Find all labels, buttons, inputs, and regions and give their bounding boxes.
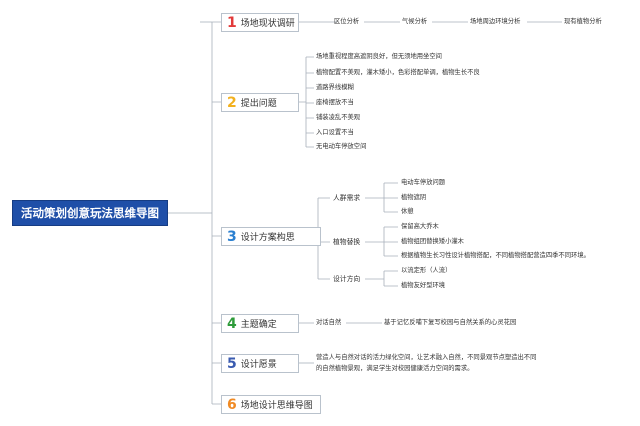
branch-number: 2 <box>227 94 237 111</box>
leaf-node[interactable]: 电动车停放问题 <box>401 179 446 186</box>
branch-label: 场地设计思维导图 <box>240 401 313 411</box>
branch-label: 场地现状调研 <box>240 19 295 29</box>
leaf-node[interactable]: 道路界线模糊 <box>316 84 354 91</box>
branch-site-design-map[interactable]: 6 场地设计思维导图 <box>221 395 321 414</box>
branch-label: 设计愿景 <box>240 360 277 370</box>
branch-number: 4 <box>227 315 237 332</box>
sub-topic[interactable]: 设计方向 <box>333 275 361 283</box>
branch-number: 1 <box>227 14 237 31</box>
branch-problems[interactable]: 2 提出问题 <box>221 93 299 112</box>
leaf-node[interactable]: 座椅摆放不当 <box>316 99 354 106</box>
branch-label: 主题确定 <box>240 320 277 330</box>
branch-site-survey[interactable]: 1 场地现状调研 <box>221 13 299 32</box>
leaf-node[interactable]: 植物配置不美观，灌木矮小，色彩搭配单调，植物生长不良 <box>316 69 480 76</box>
branch-number: 3 <box>227 228 237 245</box>
leaf-node[interactable]: 入口设置不当 <box>316 129 354 136</box>
branch-number: 6 <box>227 396 237 413</box>
sub-topic[interactable]: 植物替换 <box>333 238 361 246</box>
leaf-node[interactable]: 现有植物分析 <box>564 18 602 25</box>
leaf-node[interactable]: 以流定形（人流） <box>401 267 452 274</box>
leaf-node[interactable]: 根据植物生长习性设计植物搭配，不同植物搭配营造四季不同环境。 <box>401 252 590 259</box>
branch-label: 设计方案构思 <box>240 233 295 243</box>
leaf-node[interactable]: 铺装凌乱不美观 <box>316 114 361 121</box>
leaf-node[interactable]: 植物遮阴 <box>401 194 427 201</box>
leaf-node[interactable]: 气候分析 <box>402 18 428 25</box>
branch-design-concept[interactable]: 3 设计方案构思 <box>221 227 321 246</box>
branch-vision[interactable]: 5 设计愿景 <box>221 354 299 373</box>
leaf-node[interactable]: 场地重视程度高遮阴良好，但无须地用坐空间 <box>316 53 442 60</box>
leaf-node[interactable]: 基于记忆反哺下复写校园与自然关系的心灵花园 <box>384 319 517 326</box>
leaf-node[interactable]: 植物友好型环境 <box>401 282 446 289</box>
sub-topic[interactable]: 人群需求 <box>333 194 361 202</box>
leaf-node[interactable]: 的自然植物景观，满足学生对校园健康活力空间的需求。 <box>316 365 474 372</box>
leaf-node[interactable]: 区位分析 <box>334 18 360 25</box>
leaf-node[interactable]: 休憩 <box>401 208 414 215</box>
leaf-node[interactable]: 植物组团替换矮小灌木 <box>401 238 464 245</box>
leaf-node[interactable]: 保留高大乔木 <box>401 223 439 230</box>
branch-theme[interactable]: 4 主题确定 <box>221 314 299 333</box>
branch-label: 提出问题 <box>240 99 277 109</box>
leaf-node[interactable]: 场地周边环境分析 <box>470 18 521 25</box>
root-topic[interactable]: 活动策划创意玩法思维导图 <box>12 200 168 226</box>
leaf-node[interactable]: 营造人与自然对话的活力绿化空间，让艺术融入自然，不同景观节点塑造出不同 <box>316 354 537 361</box>
branch-number: 5 <box>227 355 237 372</box>
leaf-node[interactable]: 对话自然 <box>316 319 342 326</box>
root-label: 活动策划创意玩法思维导图 <box>21 206 159 220</box>
leaf-node[interactable]: 无电动车停放空间 <box>316 143 367 150</box>
